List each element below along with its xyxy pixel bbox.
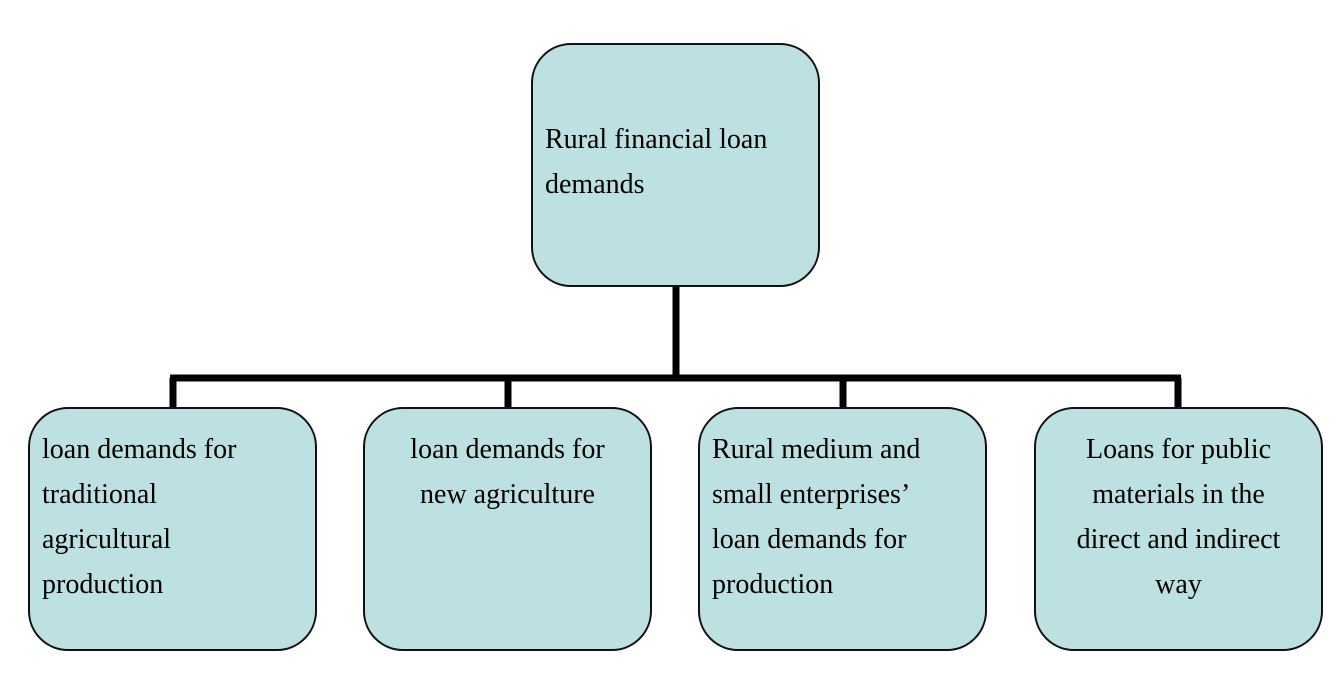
child-node-traditional-agriculture: loan demands for traditional agricultura… (28, 407, 317, 651)
child-node-label: loan demands for traditional agricultura… (42, 434, 237, 600)
child-node-rural-enterprises: Rural medium and small enterprises’ loan… (698, 407, 987, 651)
root-node: Rural financial loan demands (531, 43, 820, 287)
child-node-label: loan demands for new agriculture (410, 434, 605, 510)
root-node-label: Rural financial loan demands (545, 124, 768, 200)
child-node-public-materials: Loans for public materials in the direct… (1034, 407, 1323, 651)
child-node-new-agriculture: loan demands for new agriculture (363, 407, 652, 651)
child-node-label: Rural medium and small enterprises’ loan… (712, 434, 921, 600)
child-node-label: Loans for public materials in the direct… (1076, 434, 1281, 600)
